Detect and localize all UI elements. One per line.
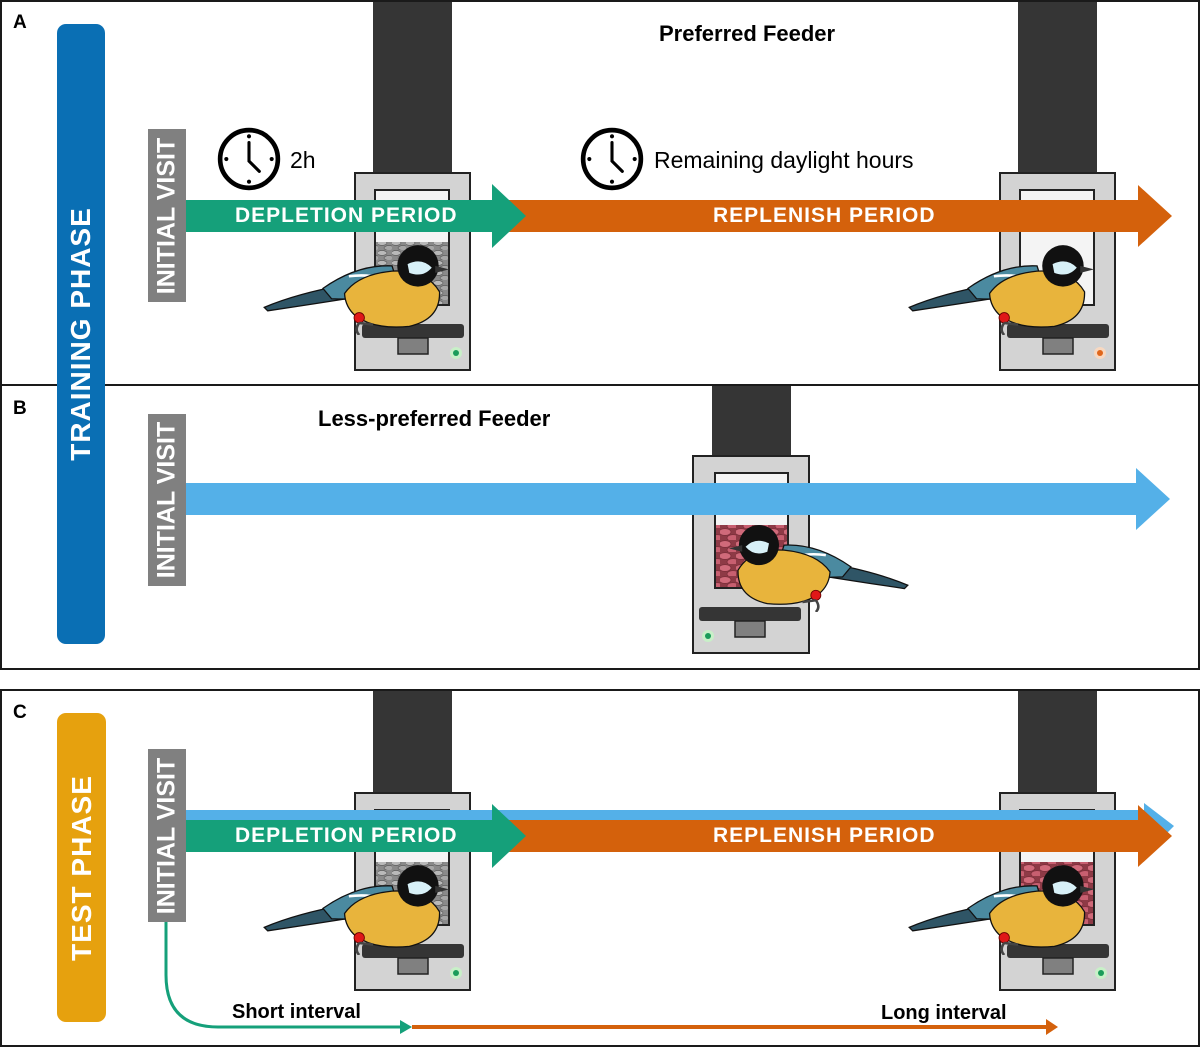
test-phase-label: TEST PHASE <box>65 774 97 961</box>
short-interval-arrow <box>164 922 412 1034</box>
depletion-arrow-a <box>186 184 526 248</box>
panel-letter-b: B <box>13 398 27 419</box>
long-interval-arrow <box>412 1019 1058 1035</box>
panel-letter-c: C <box>13 702 27 723</box>
initial-visit-a: INITIAL VISIT <box>148 129 186 302</box>
great-tit-bird-b <box>727 523 910 612</box>
clock-icon <box>583 130 641 188</box>
preferred-feeder-title: Preferred Feeder <box>659 21 836 46</box>
less-preferred-feeder-title: Less-preferred Feeder <box>318 406 551 431</box>
depletion-label-c: DEPLETION PERIOD <box>235 824 458 847</box>
initial-visit-c: INITIAL VISIT <box>148 749 186 922</box>
replenish-arrow-c <box>500 805 1172 867</box>
panel-b <box>0 384 1200 670</box>
less-preferred-arrow-c <box>186 803 1174 840</box>
led-green-icon <box>453 970 459 976</box>
clock-icon <box>220 130 278 188</box>
depletion-arrow-c <box>186 804 526 868</box>
led-green-icon <box>1098 970 1104 976</box>
depletion-label-a: DEPLETION PERIOD <box>235 204 458 227</box>
replenish-label-a: REPLENISH PERIOD <box>713 204 936 227</box>
initial-visit-b: INITIAL VISIT <box>148 414 186 586</box>
test-phase-bar: TEST PHASE <box>57 713 106 1022</box>
led-orange-icon <box>1097 350 1103 356</box>
replenish-label-c: REPLENISH PERIOD <box>713 824 936 847</box>
training-phase-label: TRAINING PHASE <box>65 207 96 461</box>
led-green-icon <box>453 350 459 356</box>
less-preferred-arrow-b <box>186 468 1170 530</box>
feeder-b <box>692 386 810 654</box>
clock-label-daylight: Remaining daylight hours <box>654 147 914 173</box>
panel-letter-a: A <box>13 12 27 33</box>
long-interval-label: Long interval <box>881 1002 1007 1024</box>
training-phase-bar: TRAINING PHASE <box>57 24 105 644</box>
led-green-icon <box>705 633 711 639</box>
clock-label-2h: 2h <box>290 147 316 173</box>
replenish-arrow-a <box>500 185 1172 247</box>
short-interval-label: Short interval <box>232 1001 361 1023</box>
